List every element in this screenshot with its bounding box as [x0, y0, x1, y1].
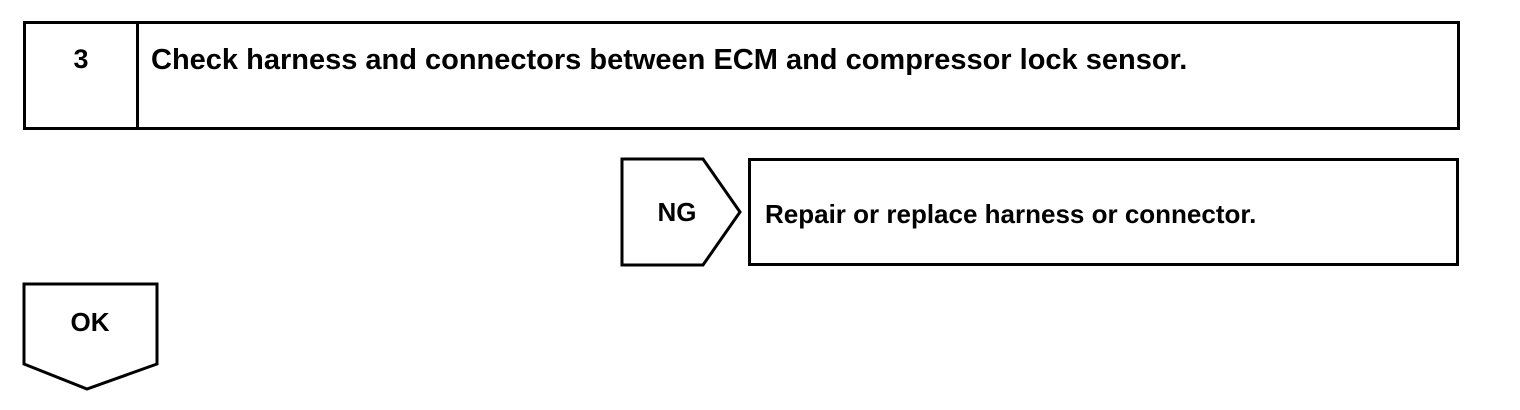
ok-label: OK	[70, 307, 110, 337]
step-number-cell: 3	[26, 24, 139, 127]
ng-arrow-shape	[620, 157, 742, 267]
ng-action-box: Repair or replace harness or connector.	[748, 158, 1459, 266]
ng-label: NG	[657, 197, 697, 227]
ok-arrow-shape	[22, 282, 159, 391]
step-number: 3	[73, 44, 89, 74]
step-title: Check harness and connectors between ECM…	[151, 44, 1188, 76]
step-box: 3 Check harness and connectors between E…	[23, 21, 1460, 130]
ng-action-text: Repair or replace harness or connector.	[765, 199, 1257, 229]
